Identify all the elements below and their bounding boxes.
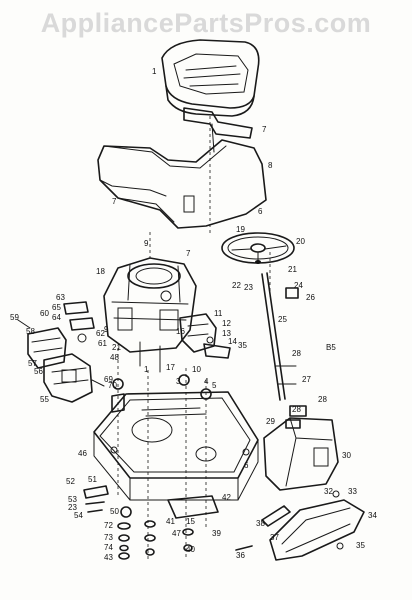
callout-32: 32 (324, 487, 333, 496)
callout-8: 8 (268, 161, 273, 170)
lower-fastener-stack (83, 485, 194, 560)
callout-73: 73 (104, 533, 113, 542)
drive-hardware (111, 374, 212, 413)
callout-10: 10 (192, 365, 201, 374)
callout-65: 65 (52, 303, 61, 312)
callout-14: 14 (228, 337, 237, 346)
callout-54: 54 (74, 511, 83, 520)
callout-37: 37 (270, 533, 279, 542)
callout-55: 55 (40, 395, 49, 404)
callout-15: 15 (186, 517, 195, 526)
callout-47: 47 (172, 529, 181, 538)
callout-35: 35 (356, 541, 365, 550)
callout-9: 9 (144, 239, 149, 248)
callout-18: 18 (96, 267, 105, 276)
callout-29: 29 (266, 417, 275, 426)
callout-1: 1 (144, 365, 149, 374)
callout-74: 74 (104, 543, 113, 552)
callout-70: 70 (108, 381, 117, 390)
callout-30: 30 (342, 451, 351, 460)
callout-28: 28 (318, 395, 327, 404)
callout-6: 6 (258, 207, 263, 216)
steering-console (263, 405, 339, 491)
callout-38: 38 (256, 519, 265, 528)
callout-1: 1 (152, 67, 157, 76)
callout-48: 48 (110, 353, 119, 362)
callout-52: 52 (66, 477, 75, 486)
callout-39: 39 (212, 529, 221, 538)
callout-17: 17 (166, 363, 175, 372)
callout-60: 60 (40, 309, 49, 318)
callout-5: 5 (212, 381, 217, 390)
callout-3: 3 (176, 377, 181, 386)
callout-56: 56 (34, 367, 43, 376)
callout-61: 61 (98, 339, 107, 348)
callout-34: 34 (368, 511, 377, 520)
callout-21: 21 (112, 343, 121, 352)
callout-25: 25 (278, 315, 287, 324)
callout-72: 72 (104, 521, 113, 530)
callout-7: 7 (186, 249, 191, 258)
front-axle-bracket (167, 495, 291, 551)
rear-fender-body (97, 139, 267, 229)
callout-21: 21 (288, 265, 297, 274)
battery-assembly (17, 319, 105, 403)
callout-42: 42 (222, 493, 231, 502)
callout-24: 24 (294, 281, 303, 290)
callout-B5: B5 (326, 343, 336, 352)
watermark: AppliancePartsPros.com (40, 8, 372, 38)
chassis-frame (93, 391, 259, 501)
callout-46: 46 (78, 449, 87, 458)
steering-shaft (261, 272, 299, 401)
callout-33: 33 (348, 487, 357, 496)
callout-53: 53 (68, 495, 77, 504)
callout-41: 41 (166, 517, 175, 526)
callout-6: 6 (244, 461, 249, 470)
callout-16: 16 (176, 327, 185, 336)
callout-43: 43 (104, 553, 113, 562)
callout-58: 58 (26, 327, 35, 336)
callout-23: 23 (244, 283, 253, 292)
callout-51: 51 (88, 475, 97, 484)
callout-40: 40 (186, 545, 195, 554)
callout-63: 63 (56, 293, 65, 302)
callout-11: 11 (214, 309, 223, 318)
callout-7: 7 (262, 125, 267, 134)
callout-12: 12 (222, 319, 231, 328)
callout-26: 26 (306, 293, 315, 302)
callout-22: 22 (232, 281, 241, 290)
engine (103, 257, 197, 373)
steering-wheel (221, 232, 295, 264)
front-bumper (269, 490, 365, 561)
callout-7: 7 (112, 197, 117, 206)
seat (161, 39, 260, 117)
callout-69: 69 (104, 375, 113, 384)
callout-64: 64 (52, 313, 61, 322)
callout-20: 20 (296, 237, 305, 246)
callout-9: 9 (104, 325, 109, 334)
callout-19: 19 (236, 225, 245, 234)
callout-4: 4 (204, 377, 209, 386)
callout-36: 36 (236, 551, 245, 560)
callout-13: 13 (222, 329, 231, 338)
callout-28: 28 (292, 349, 301, 358)
left-hardware (63, 301, 95, 343)
callout-35: 35 (238, 341, 247, 350)
callout-57: 57 (28, 359, 37, 368)
callout-50: 50 (110, 507, 119, 516)
callout-23: 23 (68, 503, 77, 512)
callout-62: 62 (96, 329, 105, 338)
callout-27: 27 (302, 375, 311, 384)
callout-59: 59 (10, 313, 19, 322)
right-engine-bracket (179, 313, 231, 359)
callout-28: 28 (292, 405, 301, 414)
